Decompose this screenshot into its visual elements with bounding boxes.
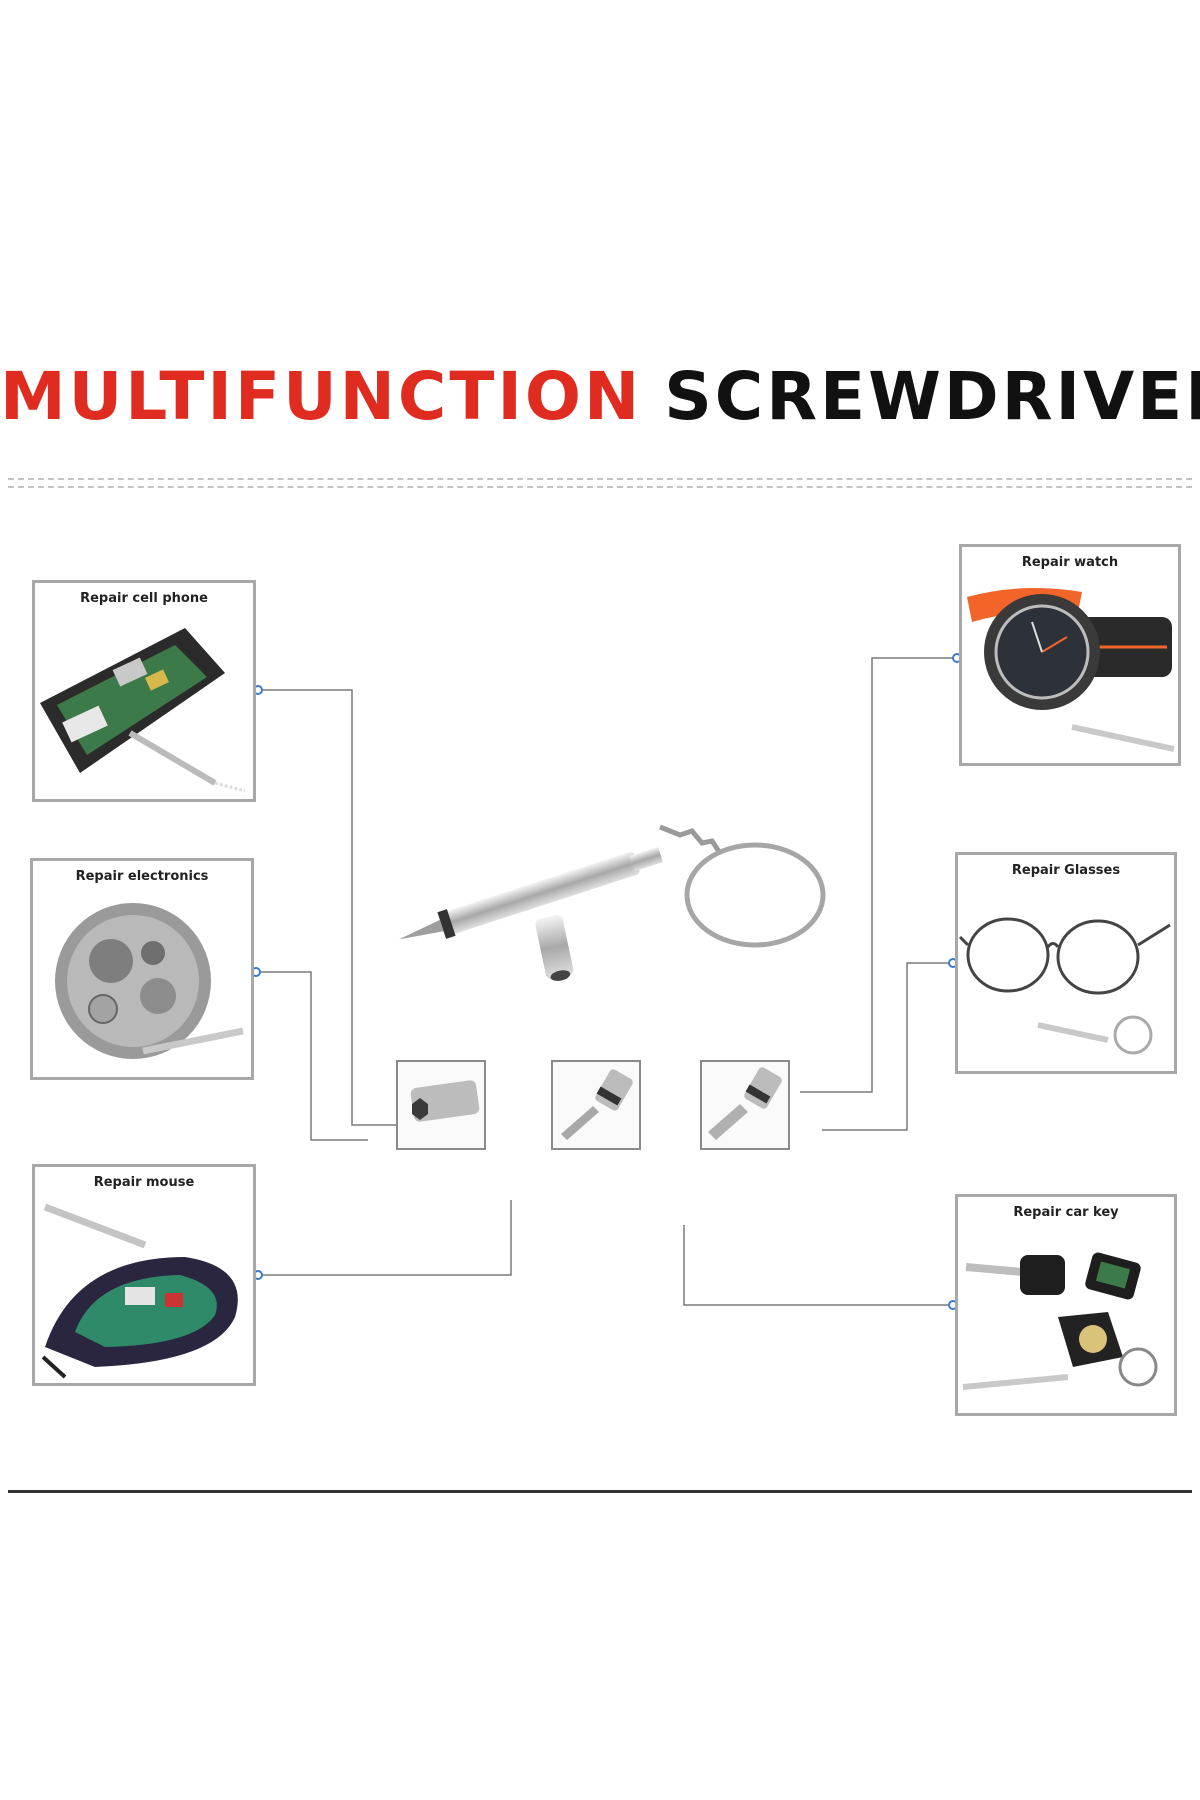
car-key-icon <box>962 1252 1158 1390</box>
card-repair-electronics: Repair electronics <box>30 858 254 1080</box>
caption-repair-electronics: Repair electronics <box>75 869 209 884</box>
connector-mouse <box>258 1200 512 1276</box>
caption-repair-glasses: Repair Glasses <box>1011 863 1121 878</box>
caption-repair-watch: Repair watch <box>1021 555 1119 570</box>
dashed-divider-bottom <box>8 486 1192 488</box>
card-repair-cell-phone: Repair cell phone <box>32 580 256 802</box>
phillips-bit-icon <box>561 1069 633 1140</box>
caption-repair-cell-phone: Repair cell phone <box>80 591 208 606</box>
caption-repair-mouse: Repair mouse <box>93 1175 195 1190</box>
connector-car-key <box>683 1225 953 1306</box>
connector-cell-phone <box>258 689 400 1126</box>
bit-phillips <box>551 1060 641 1150</box>
title-word-multifunction: MULTIFUNCTION <box>0 358 643 435</box>
title-word-screwdriver: SCREWDRIVER <box>664 358 1200 435</box>
card-repair-watch: Repair watch <box>959 544 1181 766</box>
card-repair-mouse: Repair mouse <box>32 1164 256 1386</box>
mouse-icon <box>41 1203 238 1379</box>
connector-electronics <box>256 971 368 1141</box>
caption-repair-car-key: Repair car key <box>1013 1205 1119 1220</box>
dashed-divider-top <box>8 478 1192 480</box>
hex-socket-bit-icon <box>410 1080 480 1122</box>
card-repair-glasses: Repair Glasses <box>955 852 1177 1074</box>
cell-phone-icon <box>40 628 246 793</box>
connector-watch <box>800 657 957 1093</box>
keychain-screwdriver-icon <box>398 824 826 981</box>
watch-movement-icon <box>55 903 244 1059</box>
card-repair-car-key: Repair car key <box>955 1194 1177 1416</box>
page-title: MULTIFUNCTION SCREWDRIVER <box>0 358 1200 435</box>
wristwatch-icon <box>967 588 1175 752</box>
bottom-rule <box>8 1490 1192 1493</box>
bit-hex-socket <box>396 1060 486 1150</box>
bit-flathead <box>700 1060 790 1150</box>
flathead-bit-icon <box>708 1067 782 1140</box>
connector-glasses <box>822 962 953 1131</box>
glasses-icon <box>958 917 1171 1055</box>
